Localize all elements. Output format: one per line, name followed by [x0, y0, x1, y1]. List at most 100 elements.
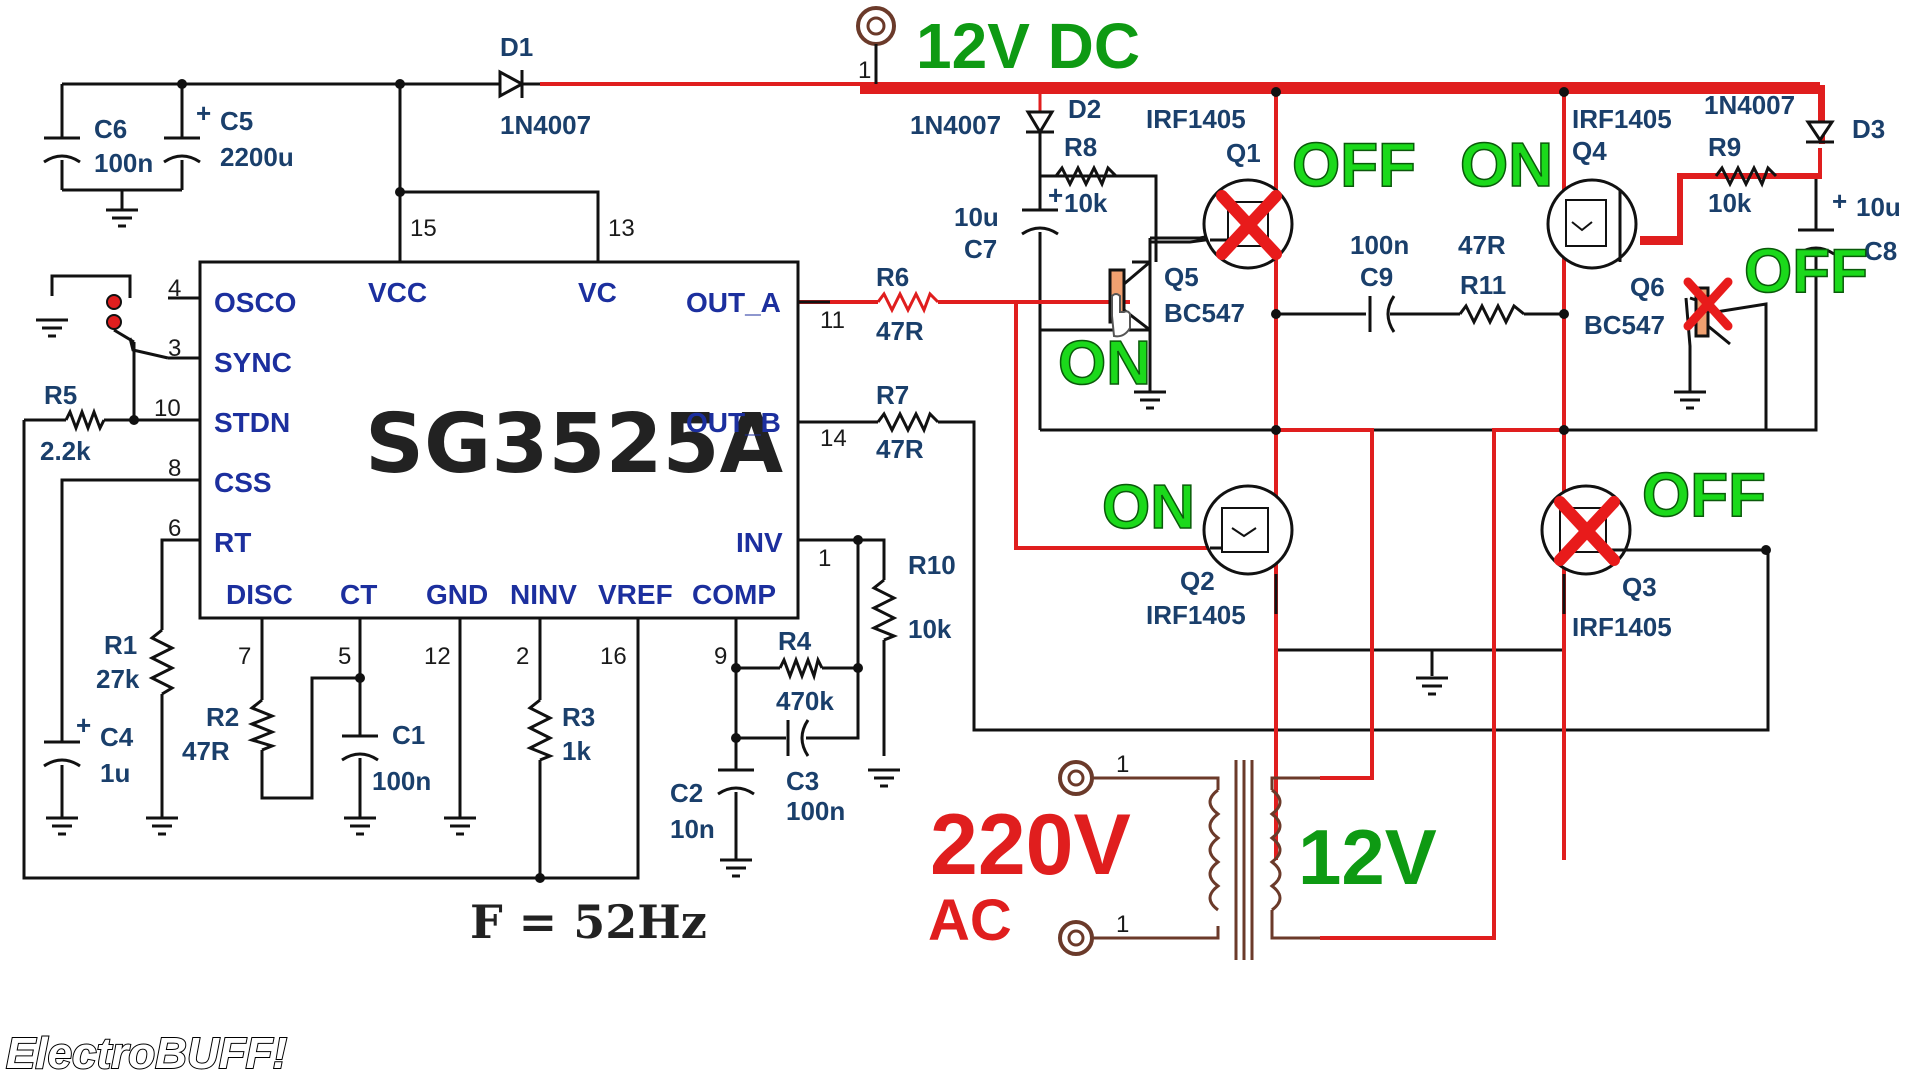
pin-name-vc: VC — [578, 277, 617, 308]
q1-value: IRF1405 — [1146, 104, 1246, 134]
r8-value: 10k — [1064, 188, 1108, 218]
capacitor-c7[interactable] — [1021, 208, 1059, 236]
c5-value: 2200u — [220, 142, 294, 172]
resistor-r11[interactable] — [1458, 302, 1525, 326]
r10-value: 10k — [908, 614, 952, 644]
pin-num-inv: 1 — [818, 545, 831, 572]
q5-ref: Q5 — [1164, 262, 1199, 292]
d3-ref: D3 — [1852, 114, 1885, 144]
c2-ref: C2 — [670, 778, 703, 808]
c2-value: 10n — [670, 814, 715, 844]
r6-value: 47R — [876, 316, 924, 346]
c4-ref: C4 — [100, 722, 134, 752]
q6-state: OFF — [1744, 237, 1868, 306]
resistor-r6[interactable] — [876, 290, 940, 314]
r10-ref: R10 — [908, 550, 956, 580]
pin-name-gnd: GND — [426, 579, 488, 610]
capacitor-c3[interactable] — [786, 719, 810, 757]
pin-name-ninv: NINV — [510, 579, 577, 610]
c6-value: 100n — [94, 148, 153, 178]
r1-value: 27k — [96, 664, 140, 694]
capacitor-c4[interactable] — [43, 740, 81, 768]
r11-ref: R11 — [1460, 270, 1506, 300]
q1-off-cross-icon — [1216, 190, 1282, 260]
resistor-r3[interactable] — [526, 698, 555, 762]
r3-ref: R3 — [562, 702, 595, 732]
capacitor-c9[interactable] — [1368, 295, 1396, 333]
sg3525a-chip[interactable] — [198, 260, 800, 620]
c4-value: 1u — [100, 758, 130, 788]
resistor-r8[interactable] — [1054, 164, 1118, 188]
resistor-r10[interactable] — [870, 578, 899, 642]
d2-value: 1N4007 — [910, 110, 1001, 140]
diode-d2[interactable] — [1025, 92, 1055, 176]
frequency-label: F = 52Hz — [470, 895, 707, 949]
c6-ref: C6 — [94, 114, 127, 144]
resistor-r2[interactable] — [247, 698, 277, 752]
transformer-pin-bottom: 1 — [1116, 911, 1129, 938]
c7-polarity: + — [1048, 180, 1063, 210]
q3-ref: Q3 — [1622, 572, 1657, 602]
pin-num-out-a: 11 — [820, 307, 845, 334]
capacitor-c1[interactable] — [341, 734, 379, 762]
pin-name-stdn: STDN — [214, 407, 290, 438]
c1-value: 100n — [372, 766, 431, 796]
pin-name-ct: CT — [340, 579, 377, 610]
pin-num-vcc: 15 — [410, 215, 437, 242]
pin-name-sync: SYNC — [214, 347, 292, 378]
q1-ref: Q1 — [1226, 138, 1261, 168]
capacitor-c2[interactable] — [717, 768, 755, 796]
resistor-r4[interactable] — [778, 655, 824, 682]
r7-ref: R7 — [876, 380, 909, 410]
capacitor-c6[interactable] — [43, 136, 81, 164]
q3-state: OFF — [1642, 461, 1766, 530]
r5-ref: R5 — [44, 380, 77, 410]
c8-polarity: + — [1832, 186, 1847, 216]
mosfet-q4[interactable] — [1546, 178, 1638, 270]
resistor-r7[interactable] — [876, 410, 940, 434]
pin-name-disc: DISC — [226, 579, 293, 610]
c8-ref: C8 — [1864, 236, 1897, 266]
q6-ref: Q6 — [1630, 272, 1665, 302]
pin-num-gnd: 12 — [424, 643, 451, 670]
diode-d3[interactable] — [1805, 120, 1835, 144]
chip-name: SG3525A — [365, 397, 784, 492]
resistor-r9[interactable] — [1714, 164, 1778, 188]
q2-state: ON — [1102, 473, 1195, 542]
pin-name-comp: COMP — [692, 579, 776, 610]
shutdown-switch[interactable] — [106, 294, 135, 344]
junction-dots — [129, 79, 1771, 883]
r8-ref: R8 — [1064, 132, 1097, 162]
pin-num-stdn: 10 — [154, 395, 181, 422]
c5-ref: C5 — [220, 106, 253, 136]
resistor-r1[interactable] — [148, 628, 176, 696]
cursor-hand-icon — [1111, 293, 1131, 338]
diode-d1[interactable] — [498, 69, 540, 99]
q5-state: ON — [1058, 329, 1151, 398]
supply-pin: 1 — [858, 57, 871, 84]
pin-num-comp: 9 — [714, 643, 727, 670]
resistor-r5[interactable] — [64, 407, 106, 433]
pin-num-disc: 7 — [238, 643, 251, 670]
secondary-voltage: 12V — [1298, 813, 1437, 901]
supply-terminal[interactable] — [856, 6, 896, 84]
capacitor-c8[interactable] — [1797, 228, 1835, 256]
d3-value: 1N4007 — [1704, 90, 1795, 120]
r4-ref: R4 — [778, 626, 812, 656]
q5-value: BC547 — [1164, 298, 1245, 328]
transformer[interactable] — [1058, 760, 1320, 960]
c9-ref: C9 — [1360, 262, 1393, 292]
capacitor-c5[interactable] — [163, 136, 201, 164]
mosfet-q2[interactable] — [1202, 484, 1294, 614]
q2-value: IRF1405 — [1146, 600, 1246, 630]
primary-type: AC — [928, 888, 1012, 953]
pin-name-out-b: OUT_B — [686, 407, 781, 438]
r4-value: 470k — [776, 686, 834, 716]
d1-ref: D1 — [500, 32, 533, 62]
q4-state: ON — [1460, 131, 1553, 200]
c1-ref: C1 — [392, 720, 425, 750]
q2-ref: Q2 — [1180, 566, 1215, 596]
d1-value: 1N4007 — [500, 110, 591, 140]
pin-stubs — [168, 296, 830, 542]
